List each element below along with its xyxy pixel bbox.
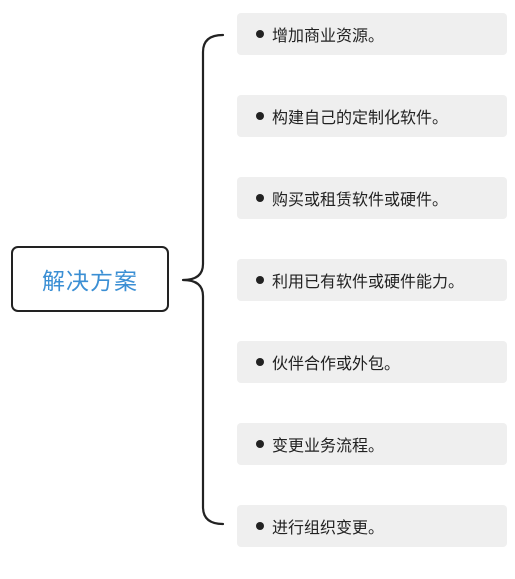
bullet-icon bbox=[256, 276, 264, 284]
branch-item-label: 伙伴合作或外包。 bbox=[272, 354, 401, 373]
branch-item-label: 增加商业资源。 bbox=[272, 26, 385, 45]
branch-item: 构建自己的定制化软件。 bbox=[237, 95, 507, 137]
branch-item: 增加商业资源。 bbox=[237, 13, 507, 55]
branch-item: 伙伴合作或外包。 bbox=[237, 341, 507, 383]
branch-item-label: 利用已有软件或硬件能力。 bbox=[272, 272, 465, 291]
bullet-icon bbox=[256, 194, 264, 202]
root-node-label: 解决方案 bbox=[42, 269, 138, 295]
bullet-icon bbox=[256, 112, 264, 120]
branch-item: 进行组织变更。 bbox=[237, 505, 507, 547]
branch-item: 变更业务流程。 bbox=[237, 423, 507, 465]
branch-item: 利用已有软件或硬件能力。 bbox=[237, 259, 507, 301]
root-node: 解决方案 bbox=[11, 246, 169, 312]
bullet-icon bbox=[256, 522, 264, 530]
branch-item: 购买或租赁软件或硬件。 bbox=[237, 177, 507, 219]
bullet-icon bbox=[256, 358, 264, 366]
bullet-icon bbox=[256, 30, 264, 38]
branch-item-label: 进行组织变更。 bbox=[272, 518, 385, 537]
branch-item-label: 购买或租赁软件或硬件。 bbox=[272, 190, 449, 209]
bullet-icon bbox=[256, 440, 264, 448]
branch-item-label: 变更业务流程。 bbox=[272, 436, 385, 455]
branch-item-label: 构建自己的定制化软件。 bbox=[272, 108, 449, 127]
